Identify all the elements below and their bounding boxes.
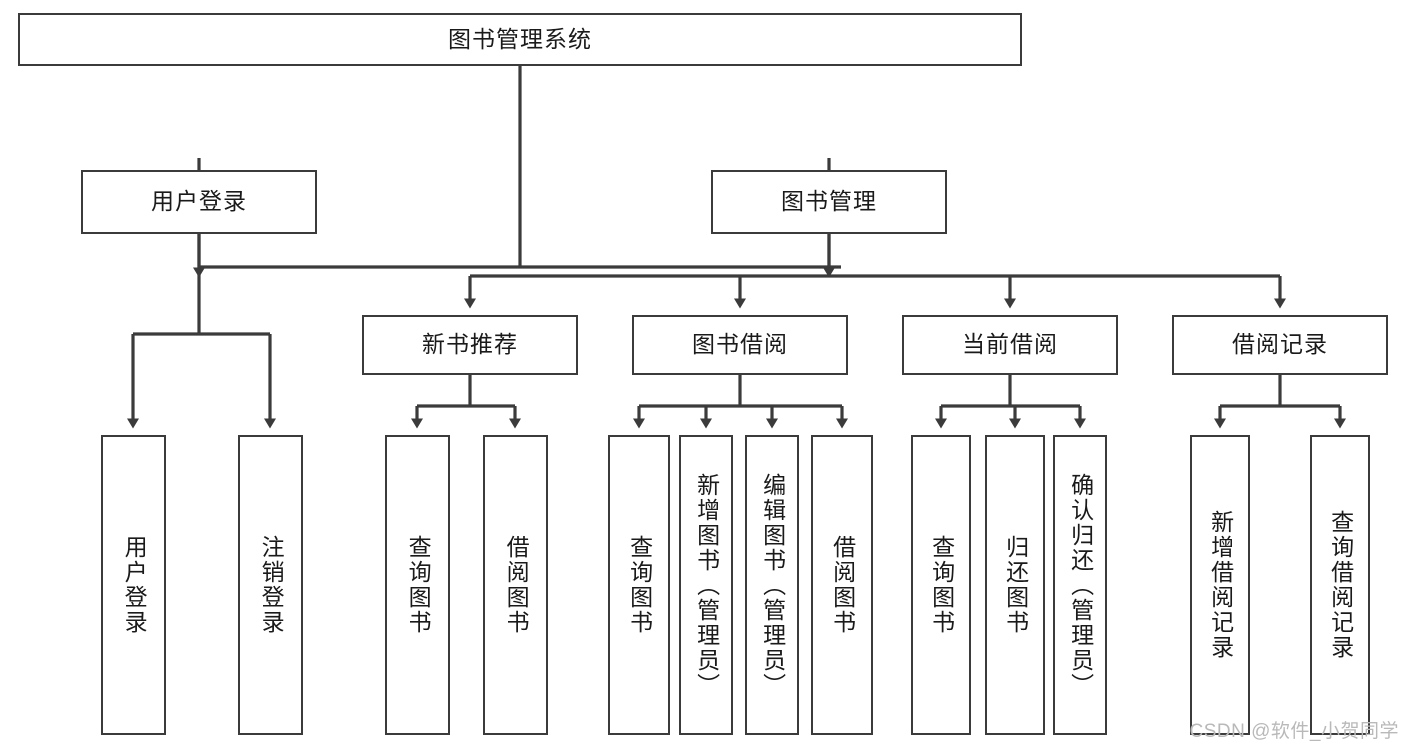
node-label: 注销登录 [258,535,285,635]
node-label: 确认归还（管理员） [1067,472,1094,698]
node-leaf-add-borrow-record[interactable]: 新增借阅记录 [1190,435,1250,735]
node-leaf-add-book-admin[interactable]: 新增图书（管理员） [679,435,733,735]
node-borrow-record[interactable]: 借阅记录 [1172,315,1388,375]
node-label: 新增图书（管理员） [693,472,720,698]
node-label: 查询借阅记录 [1327,510,1354,660]
node-label: 查询图书 [626,535,653,635]
node-leaf-user-login[interactable]: 用户登录 [101,435,166,735]
node-leaf-query-book-new[interactable]: 查询图书 [385,435,450,735]
node-root-system[interactable]: 图书管理系统 [18,13,1022,66]
node-label: 图书管理系统 [448,25,592,52]
node-leaf-edit-book-admin[interactable]: 编辑图书（管理员） [745,435,799,735]
node-label: 编辑图书（管理员） [759,472,786,698]
node-leaf-return-book[interactable]: 归还图书 [985,435,1045,735]
node-label: 用户登录 [151,188,247,215]
node-label: 用户登录 [121,535,148,635]
node-label: 归还图书 [1002,535,1029,635]
node-label: 当前借阅 [962,331,1058,358]
node-new-book-recommend[interactable]: 新书推荐 [362,315,578,375]
node-current-borrow[interactable]: 当前借阅 [902,315,1118,375]
node-label: 查询图书 [405,535,432,635]
node-label: 图书借阅 [692,331,788,358]
node-label: 查询图书 [928,535,955,635]
node-label: 新书推荐 [422,331,518,358]
node-leaf-logout[interactable]: 注销登录 [238,435,303,735]
node-book-borrow[interactable]: 图书借阅 [632,315,848,375]
node-leaf-borrow-book[interactable]: 借阅图书 [811,435,873,735]
node-book-management[interactable]: 图书管理 [711,170,947,234]
node-leaf-query-borrow-record[interactable]: 查询借阅记录 [1310,435,1370,735]
node-label: 借阅图书 [829,535,856,635]
node-label: 借阅记录 [1232,331,1328,358]
node-label: 图书管理 [781,188,877,215]
watermark-text: CSDN @软件_小贺同学 [1189,721,1399,742]
node-label: 新增借阅记录 [1207,510,1234,660]
node-user-login[interactable]: 用户登录 [81,170,317,234]
node-leaf-borrow-book-new[interactable]: 借阅图书 [483,435,548,735]
node-label: 借阅图书 [503,535,530,635]
node-leaf-confirm-return-admin[interactable]: 确认归还（管理员） [1053,435,1107,735]
node-leaf-query-book-borrow[interactable]: 查询图书 [608,435,670,735]
node-leaf-query-book-current[interactable]: 查询图书 [911,435,971,735]
